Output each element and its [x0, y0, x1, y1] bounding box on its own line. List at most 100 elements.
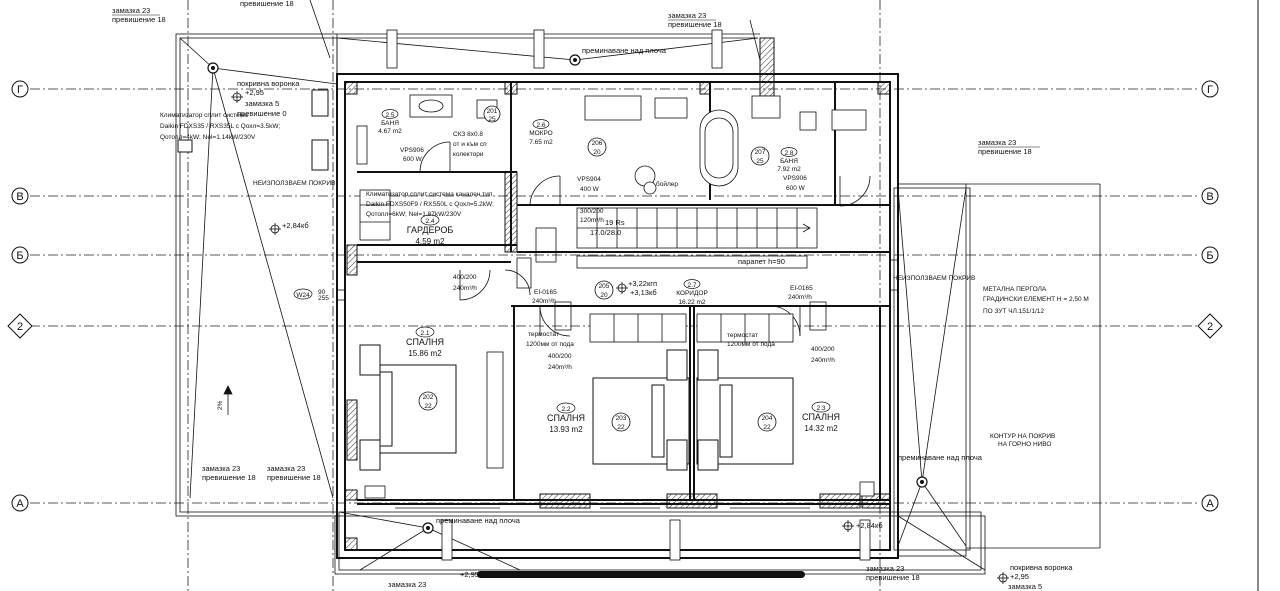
svg-text:20: 20: [600, 292, 608, 299]
note-previshenie-0: превишение 0: [237, 109, 287, 118]
note-zamazka-5-br: замазка 5: [1008, 582, 1042, 591]
note-thermostat-1: термостат: [528, 331, 559, 338]
svg-text:14.32 m2: 14.32 m2: [804, 424, 838, 433]
svg-text:202: 202: [423, 394, 434, 401]
bed-room-2-3: [696, 349, 794, 471]
window-tag-w24: W24 90 255: [293, 288, 329, 302]
svg-text:БАНЯ: БАНЯ: [381, 120, 399, 127]
axis-bubble-a-right: А: [1201, 494, 1219, 512]
svg-text:КОРИДОР: КОРИДОР: [676, 290, 708, 297]
note-slope: 2%: [217, 400, 224, 410]
note-vent-3b: 240m³/h: [811, 357, 835, 364]
svg-text:Г: Г: [17, 84, 23, 96]
svg-text:А: А: [1206, 498, 1214, 510]
note-zamazka-23-bl2: замазка 23: [267, 464, 305, 473]
svg-text:В: В: [16, 191, 23, 203]
wardrobes: [359, 189, 794, 469]
note-collectors-1: СКЗ 8x0.8: [453, 131, 483, 138]
note-preminavane-top: преминаване над плоча: [582, 46, 667, 55]
svg-text:БАНЯ: БАНЯ: [780, 158, 798, 165]
bed-room-2-2: [592, 349, 690, 471]
svg-text:СПАЛНЯ: СПАЛНЯ: [406, 337, 444, 347]
roof-drain-icon: [207, 62, 219, 74]
bed-room-2-1: [359, 344, 457, 471]
svg-text:2.4: 2.4: [425, 218, 434, 225]
svg-text:Г: Г: [1207, 84, 1213, 96]
svg-text:2.5: 2.5: [385, 112, 394, 119]
svg-text:20: 20: [593, 149, 601, 156]
svg-text:2: 2: [17, 321, 23, 333]
svg-text:W24: W24: [296, 292, 310, 299]
room-label-2-2: 2.2 СПАЛНЯ 13.93 m2: [547, 402, 585, 434]
note-vent-2: 400/200: [548, 353, 572, 360]
room-label-2-3: 2.3 СПАЛНЯ 14.32 m2: [802, 401, 840, 433]
note-parapet: парапет h=90: [738, 257, 785, 266]
downpipe-markers: [386, 29, 871, 561]
note-roof-contour-1: КОНТУР НА ПОКРИВ: [990, 433, 1055, 440]
axis-bubble-2-left: 2: [7, 313, 33, 339]
note-previshenie-18-top-left: превишение 18: [112, 15, 166, 24]
note-vent-1: 400/200: [453, 274, 477, 281]
note-preminavane-right: преминаване над плоча: [898, 453, 983, 462]
note-zamazka-5: замазка 5: [245, 99, 279, 108]
note-heater-vps906-2: VPS906: [783, 175, 807, 182]
svg-text:206: 206: [592, 140, 603, 147]
note-vent-2b: 240m³/h: [548, 364, 572, 371]
room-tag-202: 202 22: [418, 391, 438, 411]
svg-text:205: 205: [599, 283, 610, 290]
svg-text:А: А: [16, 498, 24, 510]
note-zamazka-23-top-left: замазка 23: [112, 6, 150, 15]
svg-text:Б: Б: [16, 250, 23, 262]
vent-grilles: [516, 227, 827, 331]
home-indicator[interactable]: [477, 571, 805, 578]
svg-text:203: 203: [616, 415, 627, 422]
note-heater-vps904: VPS904: [577, 176, 601, 183]
note-zamazka-23-right: замазка 23: [978, 138, 1016, 147]
ac-units: [177, 89, 329, 171]
roof-drain-icon: [916, 476, 928, 488]
svg-text:255: 255: [318, 295, 329, 302]
room-tag-205: 205 20: [594, 280, 614, 300]
note-ac-1-line2: Daikin FDXS35 / RXS35L с Qохл=3.5kW;: [160, 123, 280, 130]
note-roof-drain: покривна воронка: [237, 79, 300, 88]
elevation-marker-icon: [231, 91, 1009, 584]
note-boiler: бойлер: [656, 180, 678, 188]
room-tag-201: 201 25: [483, 105, 501, 123]
axis-bubble-v-right: В: [1201, 187, 1219, 205]
svg-text:Б: Б: [1206, 250, 1213, 262]
note-elevation-284-left: +2,84кб: [282, 221, 309, 230]
room-label-2-6: 2.6 МОКРО 7.65 m2: [529, 119, 553, 146]
svg-text:СПАЛНЯ: СПАЛНЯ: [802, 412, 840, 422]
room-tag-207: 207 25: [750, 146, 770, 166]
svg-text:2: 2: [1207, 321, 1213, 333]
note-zamazka-23-bottom: замазка 23: [388, 580, 426, 589]
note-vent-4: 300/200: [580, 208, 604, 215]
axis-bubble-b-right: Б: [1201, 246, 1219, 264]
note-stairs-2: 17.0/28.0: [590, 228, 621, 237]
room-tag-206: 206 20: [587, 137, 607, 157]
room-label-2-1: 2.1 СПАЛНЯ 15.86 m2: [406, 326, 444, 358]
room-tag-203: 203 22: [611, 412, 631, 432]
svg-text:207: 207: [755, 149, 766, 156]
note-vent-1b: 240m³/h: [453, 285, 477, 292]
note-elevation-284-bottom: +2,84кб: [856, 521, 883, 530]
note-previshenie-18-top: превишение 18: [240, 0, 294, 8]
note-plus-295-br: +2,95: [1010, 572, 1029, 581]
staircase: [576, 207, 818, 269]
axis-bubble-a-left: А: [11, 494, 29, 512]
windows: [337, 259, 898, 509]
note-previshenie-18-top-right: превишение 18: [668, 20, 722, 29]
bathroom-fixtures: [356, 94, 875, 499]
svg-text:ГАРДЕРОБ: ГАРДЕРОБ: [407, 225, 454, 235]
axis-bubble-g-right: Г: [1201, 80, 1219, 98]
svg-text:13.93 m2: 13.93 m2: [549, 425, 583, 434]
svg-text:СПАЛНЯ: СПАЛНЯ: [547, 413, 585, 423]
note-elevation-313: +3,13кб: [630, 288, 657, 297]
note-vent-4b: 120m³/h: [580, 217, 604, 224]
roof-drain-icon: [422, 522, 434, 534]
svg-text:МОКРО: МОКРО: [529, 130, 553, 137]
svg-text:15.86 m2: 15.86 m2: [408, 349, 442, 358]
svg-text:90: 90: [318, 289, 326, 296]
svg-text:4.59 m2: 4.59 m2: [416, 237, 445, 246]
